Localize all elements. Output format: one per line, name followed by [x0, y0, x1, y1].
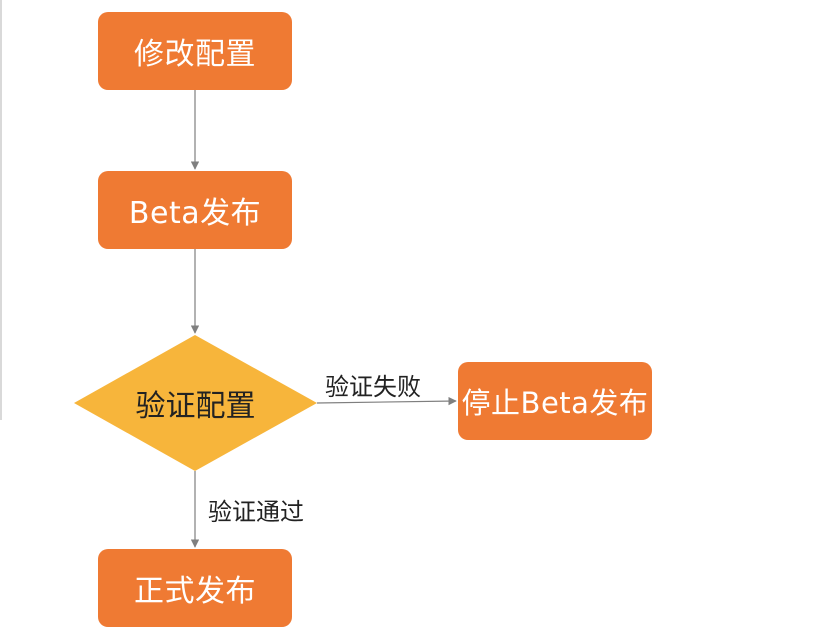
node-beta-release: Beta发布 — [98, 171, 292, 249]
node-modify-config: 修改配置 — [98, 12, 292, 90]
arrow-verify-to-stop — [316, 396, 457, 406]
node-formal-release: 正式发布 — [98, 549, 292, 627]
node-stop-beta-release: 停止Beta发布 — [458, 362, 652, 440]
edge-label-verify-passed: 验证通过 — [208, 498, 304, 526]
edge-label-verify-failed: 验证失败 — [325, 373, 421, 401]
decision-diamond — [74, 335, 317, 471]
page-edge-line — [0, 0, 2, 420]
